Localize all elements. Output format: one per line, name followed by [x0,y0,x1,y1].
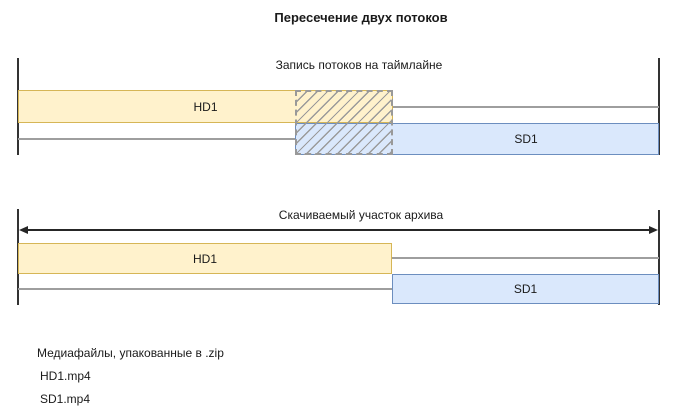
download-right-axis [658,210,660,305]
recording-right-axis [658,58,660,155]
download-sd1-label: SD1 [513,282,538,296]
recording-hd1-label: HD1 [193,99,218,114]
download-range-arrow-line [25,229,652,231]
download-range-arrowhead-right-icon [649,226,658,234]
recording-timeline-caption: Запись потоков на таймлайне [275,58,443,72]
recording-sd1-label: SD1 [514,132,538,146]
file-item-hd1: HD1.mp4 [40,369,91,383]
download-range-arrowhead-left-icon [19,226,28,234]
recording-hd1-track-line [393,106,659,108]
download-sd1-block: SD1 [392,274,659,304]
zip-files-heading: Медиафайлы, упакованные в .zip [37,346,224,360]
download-hd1-track-line [392,257,659,259]
file-item-sd1: SD1.mp4 [40,392,91,406]
diagram-title: Пересечение двух потоков [274,10,448,25]
streams-overlap-region [295,90,393,155]
recording-sd1-track-line [18,138,295,140]
download-sd1-track-line [18,288,392,290]
download-hd1-label: HD1 [192,251,217,266]
download-timeline-caption: Скачиваемый участок архива [278,208,444,222]
download-hd1-block: HD1 [18,243,392,274]
